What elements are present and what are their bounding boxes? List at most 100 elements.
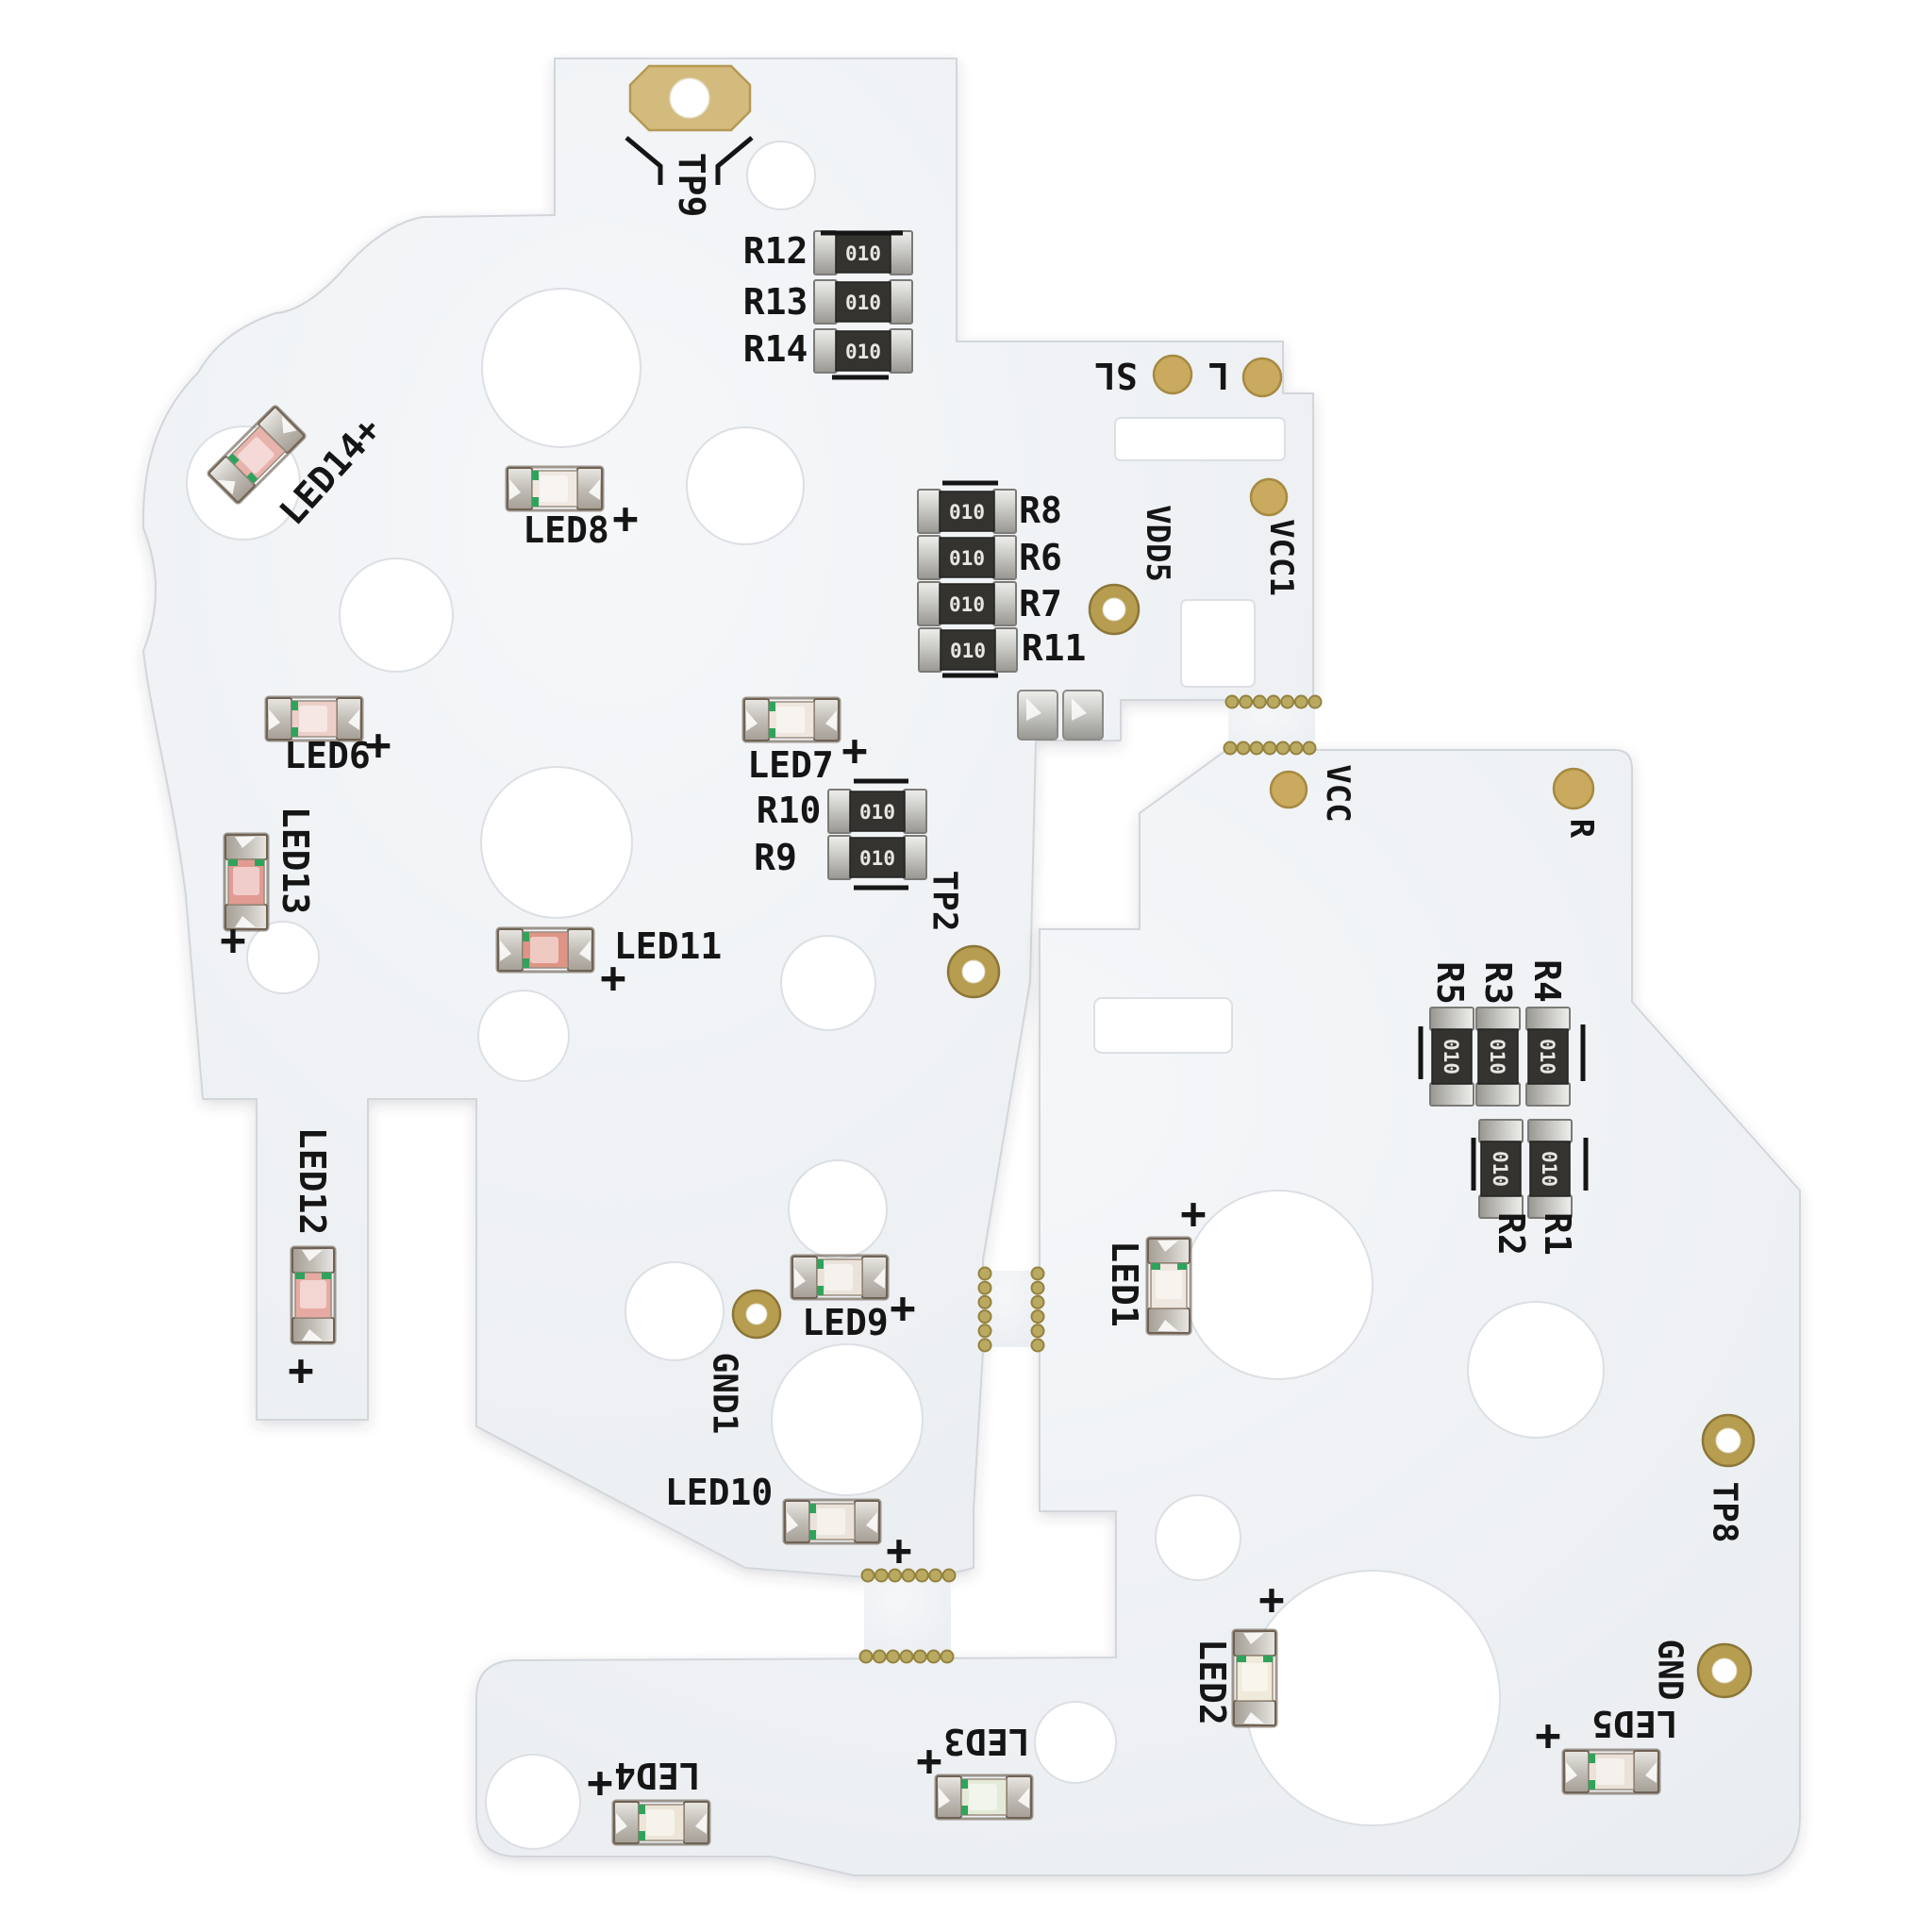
silk-label-LED5: LED5 [1591,1703,1678,1744]
led-cap-glint [235,837,256,848]
castellation-dot [899,1649,914,1664]
resistor-cap [1525,1007,1571,1031]
led-lens [969,1784,997,1810]
led-cathode-mark [532,471,539,480]
castellation-dot [928,1568,943,1583]
silk-label-R2: R2 [1491,1212,1532,1256]
resistor-marking: 010 [1536,1039,1558,1074]
silk-label-R4: R4 [1526,959,1568,1003]
resistor-body [1477,1028,1519,1085]
led-lens [1156,1271,1182,1299]
led-LED7 [741,696,841,743]
led-cathode-mark [1263,1656,1273,1662]
resistor-body [1480,1141,1522,1197]
resistor-marking: 010 [1486,1039,1508,1074]
ring-pad-TP2 [946,944,1001,999]
castellation-dot [1249,741,1264,756]
gold-pad-L [1241,357,1283,398]
board-hole [477,990,570,1082]
resistor-cap [813,279,838,325]
led-cap-glint [1645,1762,1657,1783]
castellation-row [858,1649,955,1664]
board-hole [1467,1301,1605,1439]
silk-label-VCC: VCC [1319,764,1357,822]
led-LED12 [290,1245,337,1345]
board-hole [246,921,320,994]
board-hole [485,1754,581,1850]
led-lens [233,867,259,895]
plus-mark-LED1: + [1180,1188,1207,1239]
plus-mark-LED9: + [890,1282,916,1333]
resistor-R8: 010 [917,489,1017,534]
castellation-dot [1224,694,1240,709]
resistor-body [835,281,891,323]
plus-mark-LED11: + [600,952,626,1003]
led-cap-glint [217,479,236,495]
led-cap-glint [1018,1788,1029,1808]
silk-label-LED6: LED6 [284,735,371,776]
castellation-dot [912,1649,927,1664]
solder-pad [1062,690,1104,741]
led-cap-glint [874,1268,885,1289]
board-hole [1183,1190,1374,1380]
board-hole [771,1343,924,1496]
silk-label-GND1: GND1 [706,1353,744,1435]
led-lens [300,1280,326,1308]
led-cathode-mark [1589,1780,1595,1790]
castellation-dot [1262,741,1277,756]
silk-label-R1: R1 [1537,1212,1578,1256]
led-cathode-mark [809,1530,816,1540]
plus-mark-LED12: + [288,1344,314,1395]
panel-tabs-layer [858,694,1323,1664]
resistor-cap [992,581,1017,626]
ring-pad-hole [1711,1657,1738,1684]
castellation-dot [1307,694,1323,709]
board-slot [1180,599,1256,688]
board-hole [481,288,641,448]
plus-mark-LED5: + [1535,1709,1561,1760]
resistor-cap [917,535,941,580]
plus-mark-LED7: + [841,724,868,775]
castellation-dot [1252,694,1267,709]
silk-label-R9: R9 [754,837,797,878]
resistor-marking: 010 [949,501,985,524]
led-lens [530,937,558,963]
led-cathode-mark [291,701,298,710]
castellation-dot [1223,741,1238,756]
led-cathode-mark [1237,1656,1246,1662]
resistor-R3: 010 [1475,1007,1521,1107]
resistor-cap [1429,1082,1474,1107]
ring-pad-GND [1696,1642,1753,1699]
led-cathode-mark [769,728,775,738]
silk-label-VCC1: VCC1 [1262,519,1300,596]
resistor-cap [992,489,1017,534]
led-LED14 [207,405,307,505]
led-cathode-mark [255,859,264,866]
castellation-dot [901,1568,916,1583]
resistor-cap [903,835,927,880]
led-LED3 [934,1774,1034,1821]
resistor-body [940,629,996,671]
resistor-marking: 010 [1440,1039,1462,1074]
resistor-cap [813,328,838,374]
led-cap-glint [1566,1762,1577,1783]
board-hole [480,766,633,919]
castellation-dot [888,1568,903,1583]
led-cap-glint [787,1512,798,1533]
led-cap-glint [302,1250,323,1261]
board-hole [339,558,454,673]
resistor-marking: 010 [949,593,985,616]
castellation-row [860,1568,957,1583]
led-lens [824,1264,853,1291]
led-cathode-mark [322,1273,331,1279]
resistor-R6: 010 [917,535,1017,580]
board-slot [1093,997,1233,1054]
led-lens [776,707,805,733]
ring-pad-hole [1715,1427,1741,1454]
led-LED13 [223,832,270,932]
testpoint-TP9 [628,64,752,132]
led-cathode-mark [1177,1263,1187,1270]
resistor-body [849,791,906,832]
ring-pad-hole [1102,597,1126,622]
